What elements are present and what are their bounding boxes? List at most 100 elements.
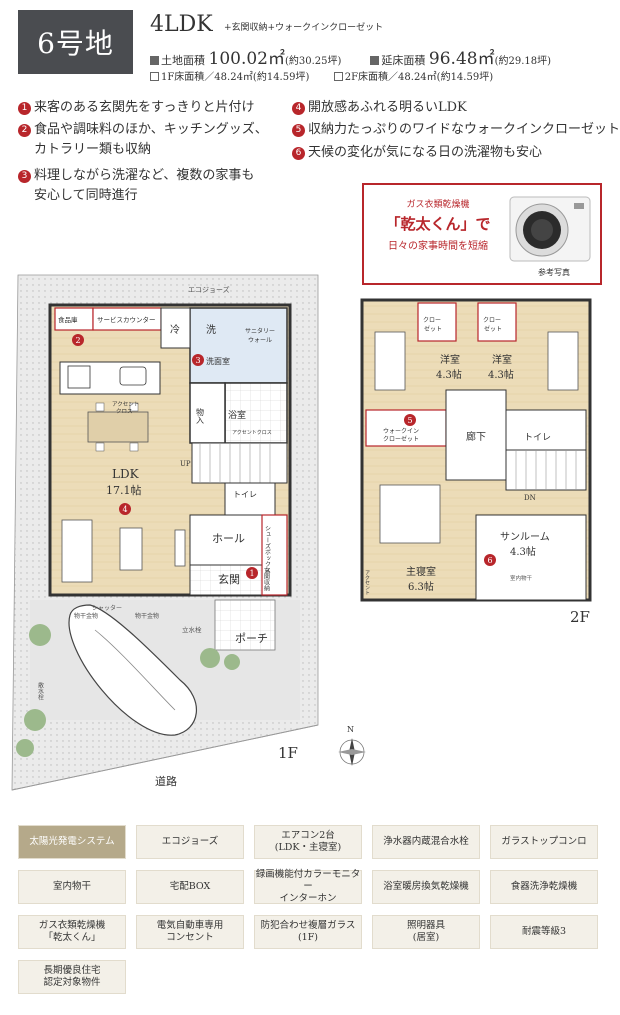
entrance-storage-label: 玄関収納 bbox=[263, 566, 270, 592]
feature-number-badge: 2 bbox=[18, 124, 31, 137]
dryer-line-1: ガス衣類乾燥機 bbox=[406, 200, 470, 210]
toilet-2f-label: トイレ bbox=[524, 433, 551, 443]
up-label: UP bbox=[180, 460, 191, 468]
closet-2-label-2: ゼット bbox=[484, 325, 502, 333]
equip-long-term: 長期優良住宅認定対象物件 bbox=[18, 960, 126, 994]
feature-text-cont: 安心して同時進行 bbox=[34, 188, 138, 203]
floor-area-value: 96.48㎡ bbox=[428, 49, 495, 69]
storage-area bbox=[189, 382, 226, 444]
walkin-label-2: クローゼット bbox=[383, 435, 419, 443]
shoes-box-label: シューズボックス bbox=[264, 525, 271, 573]
closet-2 bbox=[477, 302, 517, 342]
dining-table bbox=[87, 411, 149, 443]
entrance-label: 玄関 bbox=[218, 572, 240, 586]
floor-2f-label: 2F bbox=[570, 608, 590, 626]
feature-number-badge: 4 bbox=[292, 102, 305, 115]
feature-text: 収納力たっぷりのワイドなウォークインクローゼット bbox=[308, 122, 620, 137]
marker-6 bbox=[484, 554, 496, 566]
feature-number-badge: 1 bbox=[18, 102, 31, 115]
stairs-1f bbox=[191, 442, 288, 484]
western1-label: 洋室 bbox=[440, 353, 460, 366]
area-row-main: 土地面積 100.02㎡(約30.25坪) 延床面積 96.48㎡(約29.18… bbox=[150, 44, 551, 69]
bed-icon bbox=[547, 331, 579, 391]
equip-aircon: エアコン2台(LDK・主寝室) bbox=[254, 825, 362, 859]
faucet-label: 立水栓 bbox=[182, 625, 202, 634]
sunroom-size: 4.3帖 bbox=[510, 545, 536, 558]
equip-ecojozu: エコジョーズ bbox=[136, 825, 244, 859]
road-label: 道路 bbox=[155, 774, 177, 788]
land-area-value: 100.02㎡ bbox=[208, 49, 285, 69]
hallway-2f bbox=[445, 389, 507, 481]
service-counter-label: サービスカウンター bbox=[97, 315, 156, 324]
sunroom-label: サンルーム bbox=[500, 531, 550, 543]
equip-dishwasher: 食器洗浄乾燥機 bbox=[490, 870, 598, 904]
square-marker-icon bbox=[150, 56, 159, 65]
car-icon bbox=[68, 604, 197, 736]
marker-1 bbox=[246, 567, 258, 579]
sofa bbox=[61, 519, 93, 583]
hardware-label-1: 物干金物 bbox=[74, 612, 98, 620]
dn-label: DN bbox=[524, 494, 536, 502]
floor-area-tsubo: (約29.18坪) bbox=[494, 56, 552, 67]
hallway-label: 廊下 bbox=[466, 430, 486, 443]
accent-bath-label: アクセントクロス bbox=[232, 430, 272, 436]
road-edge bbox=[11, 724, 319, 791]
lot-badge: 6号地 bbox=[18, 10, 133, 74]
indoor-dry-label: 室内物干 bbox=[510, 574, 533, 582]
washer-label: 洗 bbox=[206, 324, 216, 336]
walkin-label: ウォークイン bbox=[383, 427, 419, 435]
hall-label: ホール bbox=[212, 532, 245, 545]
bathroom-area bbox=[224, 382, 288, 444]
dryer-caption: 参考写真 bbox=[538, 268, 570, 277]
plan-1f: エコジョーズ 食品庫 サービスカウンター 冷 洗 サニタリー ウォール 3 洗面… bbox=[11, 274, 366, 791]
feature-text: 食品や調味料のほか、キッチングッズ、 bbox=[34, 122, 268, 137]
feature-text: 開放感あふれる明るいLDK bbox=[308, 100, 467, 115]
svg-text:3: 3 bbox=[196, 356, 201, 365]
svg-text:N: N bbox=[347, 725, 354, 734]
equip-seismic: 耐震等級3 bbox=[490, 915, 598, 949]
area-row-floors: 1F床面積／48.24㎡(約14.59坪) 2F床面積／48.24㎡(約14.5… bbox=[150, 68, 493, 83]
toilet-1f bbox=[224, 482, 276, 516]
western2-label: 洋室 bbox=[492, 353, 512, 366]
western2-size: 4.3帖 bbox=[488, 368, 514, 381]
equip-solar: 太陽光発電システム bbox=[18, 825, 126, 859]
feature-text: 天候の変化が気になる日の洗濯物も安心 bbox=[308, 145, 543, 160]
plan-type: 4LDK bbox=[150, 12, 213, 37]
gas-dryer-icon bbox=[509, 196, 591, 262]
tree-icon bbox=[29, 624, 51, 646]
equip-glass-top-stove: ガラストップコンロ bbox=[490, 825, 598, 859]
feature-number-badge: 5 bbox=[292, 124, 305, 137]
sprinkle-label: 散水栓 bbox=[37, 681, 44, 701]
square-outline-icon bbox=[150, 72, 159, 81]
floor-1f-label: 1F bbox=[278, 744, 298, 762]
equip-security-glass: 防犯合わせ複層ガラス(1F) bbox=[254, 915, 362, 949]
master-size: 6.3帖 bbox=[408, 580, 434, 593]
dryer-line-3: 日々の家事時間を短縮 bbox=[388, 241, 488, 252]
land-area-tsubo: (約30.25坪) bbox=[284, 56, 342, 67]
hardware-label-2: 物干金物 bbox=[135, 612, 159, 620]
accent-label: アクセント bbox=[112, 401, 139, 408]
sanitary-label: サニタリー bbox=[245, 327, 275, 335]
closet-1-label: クロー bbox=[423, 317, 441, 324]
eco-label: エコジョーズ bbox=[188, 285, 230, 294]
wall-label: ウォール bbox=[248, 336, 272, 344]
tree-icon bbox=[24, 709, 46, 731]
washroom-label: 洗面室 bbox=[206, 356, 230, 366]
washroom-area bbox=[189, 307, 288, 384]
feature-text-cont: カトラリー類も収納 bbox=[34, 142, 152, 157]
plan-type-extra: +玄関収納+ウォークインクローゼット bbox=[224, 23, 384, 33]
toilet-1f-label: トイレ bbox=[233, 490, 257, 499]
floor-area-label: 延床面積 bbox=[381, 54, 426, 67]
storage-label: 物入 bbox=[196, 407, 205, 424]
svg-text:2: 2 bbox=[76, 336, 81, 345]
equip-lighting: 照明器具(居室) bbox=[372, 915, 480, 949]
marker-4 bbox=[119, 503, 131, 515]
floor-plan: エコジョーズ 食品庫 サービスカウンター 冷 洗 サニタリー ウォール 3 洗面… bbox=[11, 274, 592, 791]
dryer-line-2: 「乾太くん」で bbox=[385, 215, 491, 233]
svg-text:5: 5 bbox=[408, 416, 413, 425]
equip-intercom: 録画機能付カラーモニターインターホン bbox=[254, 869, 362, 904]
svg-text:1: 1 bbox=[250, 569, 255, 578]
plan-2f: クロー ゼット クロー ゼット 洋室 4.3帖 洋室 4.3帖 5 ウォークイン… bbox=[360, 298, 592, 626]
feature-text: 料理しながら洗濯など、複数の家事も bbox=[34, 168, 255, 183]
